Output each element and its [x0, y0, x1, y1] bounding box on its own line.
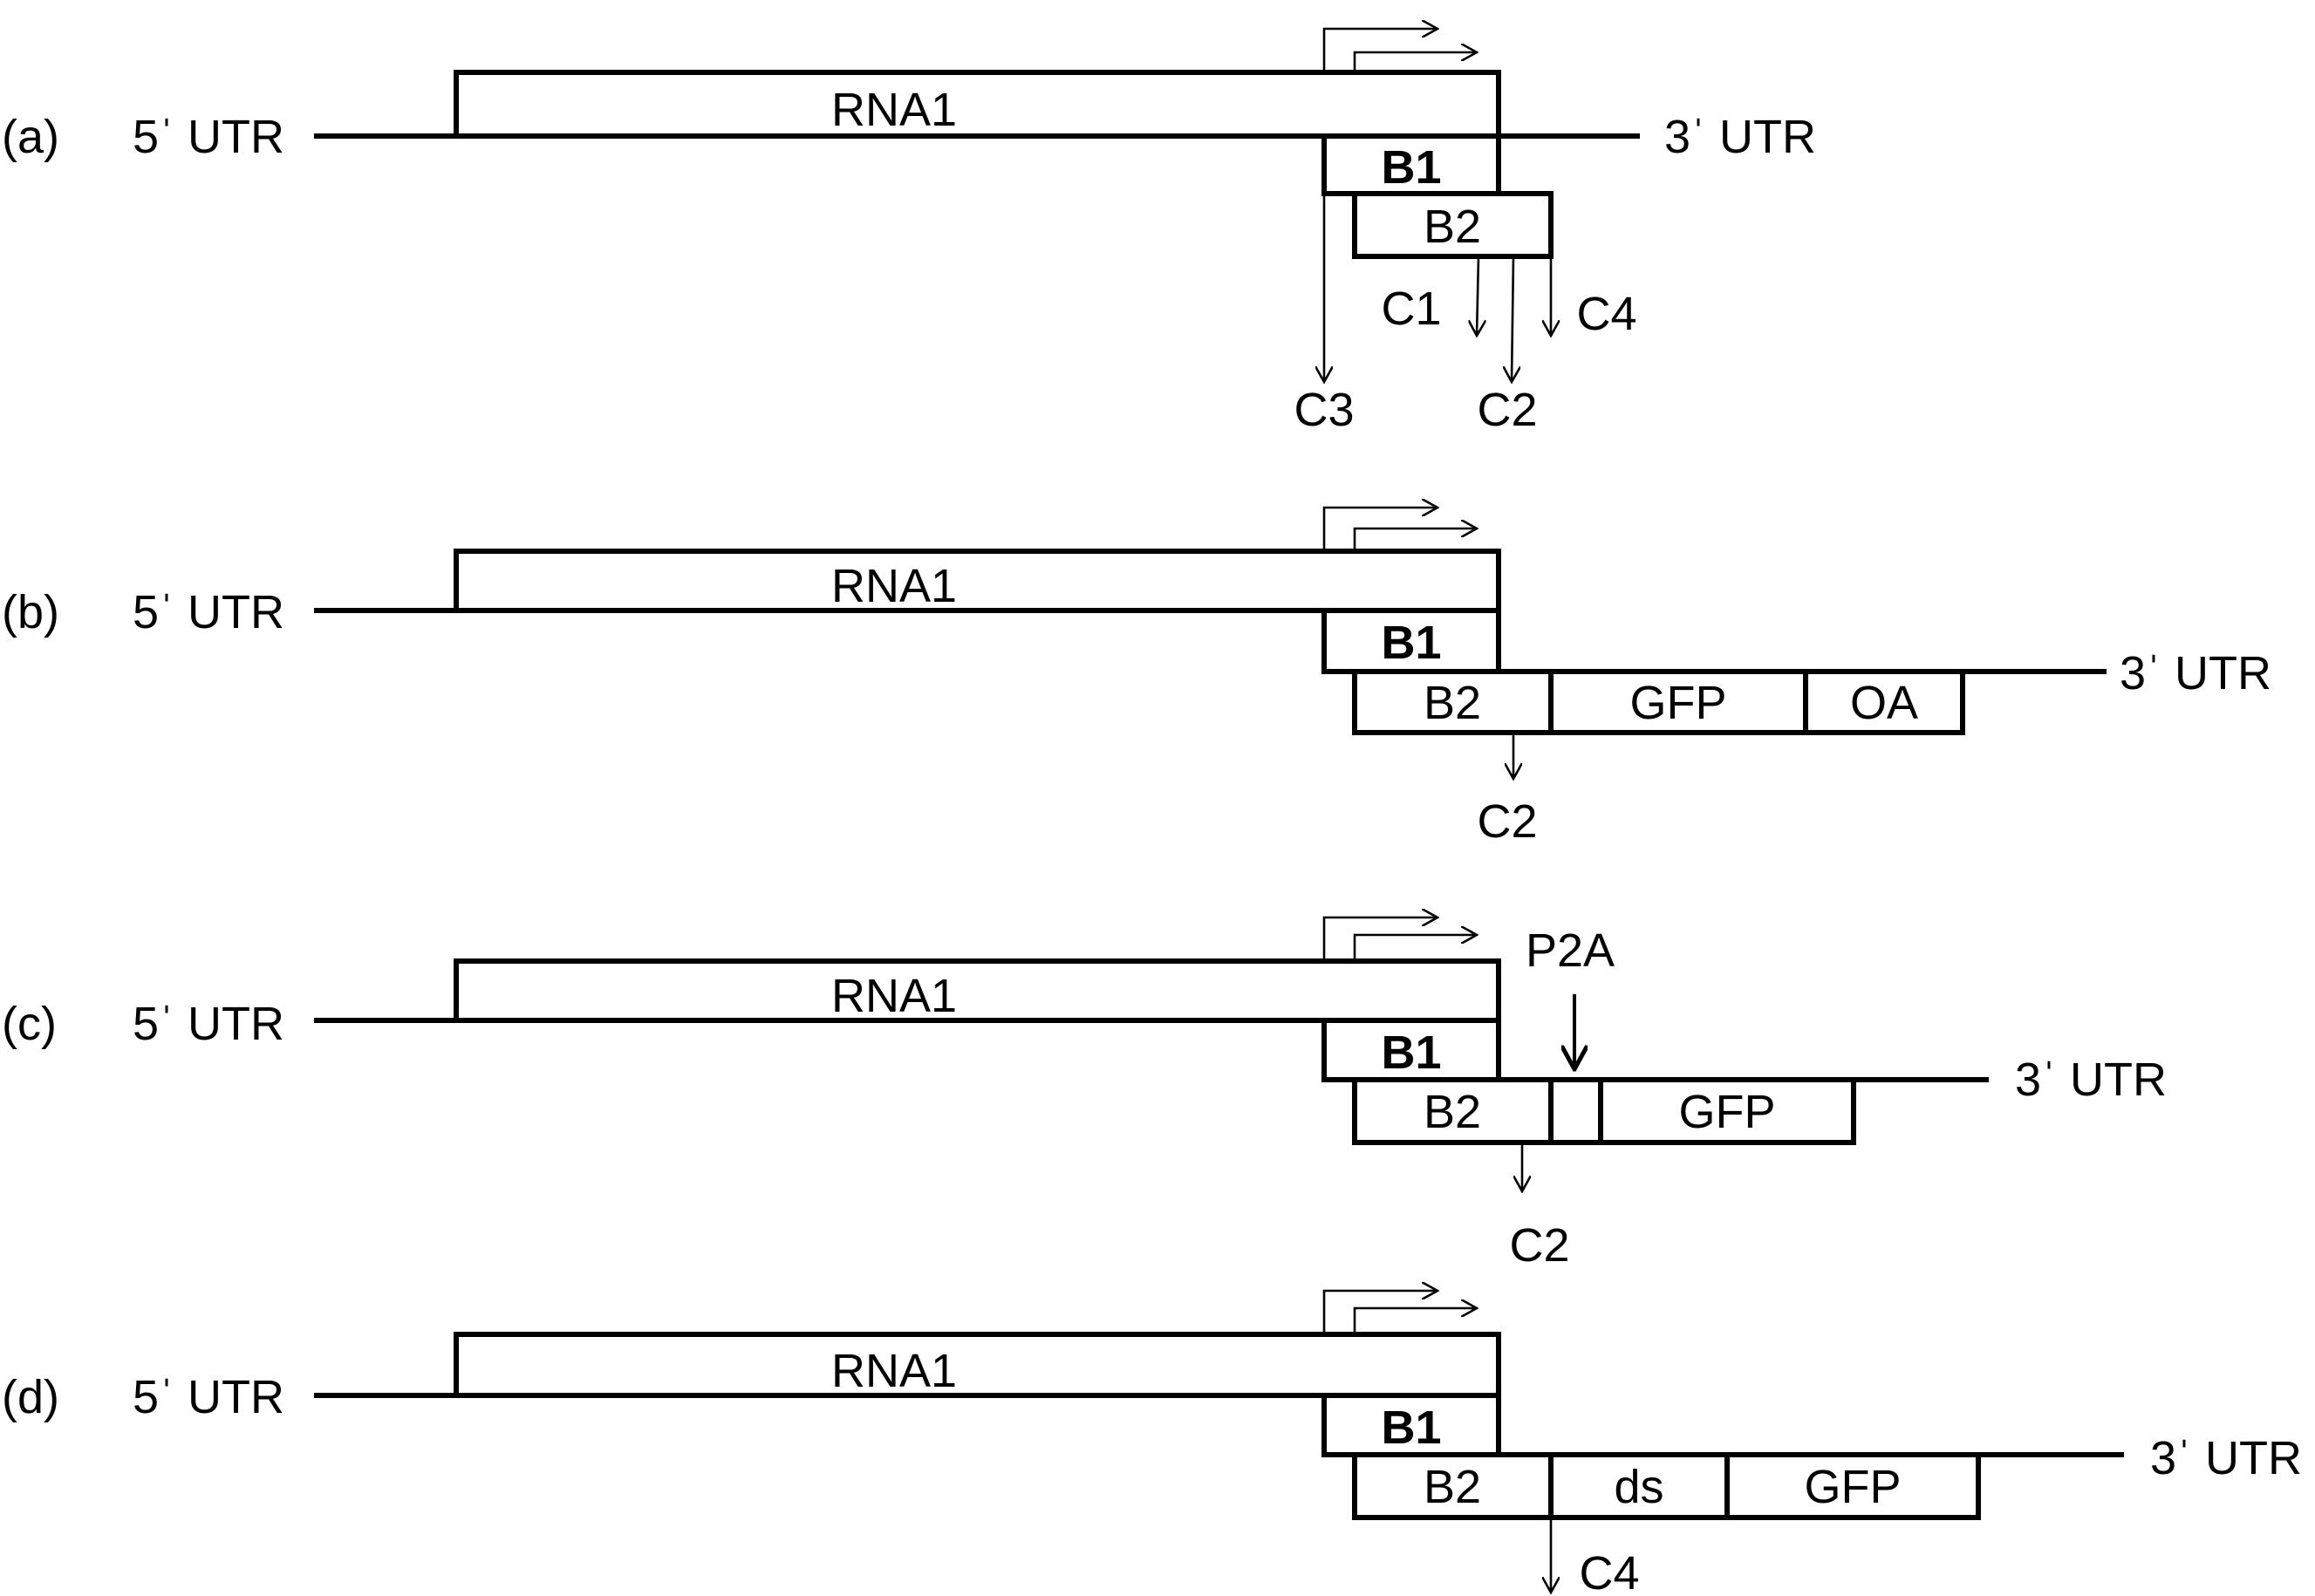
gfp-box — [1724, 1452, 1981, 1520]
p2a-label: P2A — [1526, 924, 1615, 977]
p2a-box — [1548, 1077, 1603, 1145]
panel-label: (b) — [2, 586, 59, 638]
cut-label-c4: C4 — [1576, 288, 1636, 340]
rna1-box — [454, 549, 1501, 613]
b2-label: B2 — [1424, 201, 1481, 253]
three-prime-utr-label: 3ˈ UTR — [2150, 1432, 2302, 1484]
b2-label: B2 — [1424, 1086, 1481, 1138]
cut-label-c2: C2 — [1477, 384, 1537, 436]
oa-box — [1803, 669, 1965, 735]
panel-d: (d) 5ˈ UTR 3ˈ UTR RNA1 B1 B2 ds GFP C4 — [2, 1291, 2302, 1596]
oa-label: OA — [1850, 677, 1918, 729]
three-prime-utr-label: 3ˈ UTR — [2120, 647, 2271, 699]
start-arrow-b2 — [1353, 935, 1477, 961]
gfp-box — [1598, 1077, 1856, 1145]
three-prime-utr-label: 3ˈ UTR — [2015, 1054, 2167, 1106]
three-prime-utr-label: 3ˈ UTR — [1664, 111, 1816, 163]
start-arrow-b2 — [1353, 1308, 1477, 1334]
gfp-label: GFP — [1804, 1461, 1901, 1513]
b2-label: B2 — [1424, 677, 1481, 729]
ds-label: ds — [1614, 1461, 1663, 1513]
b1-label: B1 — [1381, 141, 1441, 194]
rna1-box — [454, 1332, 1501, 1398]
cut-arrow-c1 — [1477, 256, 1478, 336]
rna1-label: RNA1 — [831, 560, 957, 612]
start-arrow-b1 — [1322, 29, 1437, 72]
start-arrow-b2 — [1353, 529, 1477, 551]
panel-a: (a) 5ˈ UTR 3ˈ UTR RNA1 B1 B2 C3 C1 C2 C4 — [2, 29, 1816, 436]
b1-label: B1 — [1381, 1402, 1441, 1454]
cut-arrow-c2 — [1512, 256, 1513, 382]
start-arrow-b2 — [1353, 52, 1477, 72]
b2-label: B2 — [1424, 1461, 1481, 1513]
start-arrow-b1 — [1322, 1291, 1437, 1334]
panel-label: (a) — [2, 111, 59, 163]
cut-label-c3: C3 — [1294, 384, 1354, 436]
five-prime-utr-label: 5ˈ UTR — [133, 1371, 284, 1423]
gfp-label: GFP — [1629, 677, 1726, 729]
five-prime-utr-label: 5ˈ UTR — [133, 998, 284, 1050]
cut-label-c2: C2 — [1477, 795, 1537, 848]
cut-label-c2: C2 — [1509, 1219, 1569, 1272]
start-arrow-b1 — [1322, 917, 1437, 961]
start-arrow-b1 — [1322, 508, 1437, 551]
gfp-label: GFP — [1678, 1086, 1775, 1138]
five-prime-utr-label: 5ˈ UTR — [133, 586, 284, 638]
b1-label: B1 — [1381, 1026, 1441, 1079]
panel-label: (c) — [2, 998, 57, 1050]
panel-b: (b) 5ˈ UTR 3ˈ UTR RNA1 B1 B2 GFP OA C2 — [2, 508, 2271, 848]
five-prime-utr-label: 5ˈ UTR — [133, 111, 284, 163]
rna1-label: RNA1 — [831, 1345, 957, 1397]
panel-label: (d) — [2, 1371, 59, 1423]
cut-label-c1: C1 — [1381, 283, 1441, 335]
b1-label: B1 — [1381, 617, 1441, 669]
rna1-label: RNA1 — [831, 970, 957, 1022]
rna1-box — [454, 70, 1501, 139]
rna1-label: RNA1 — [831, 84, 957, 136]
rna1-box — [454, 958, 1501, 1023]
cut-label-c4: C4 — [1579, 1547, 1639, 1596]
panel-c: (c) 5ˈ UTR 3ˈ UTR RNA1 B1 B2 GFP P2A C2 — [2, 917, 2167, 1272]
b2-box — [1352, 191, 1554, 259]
